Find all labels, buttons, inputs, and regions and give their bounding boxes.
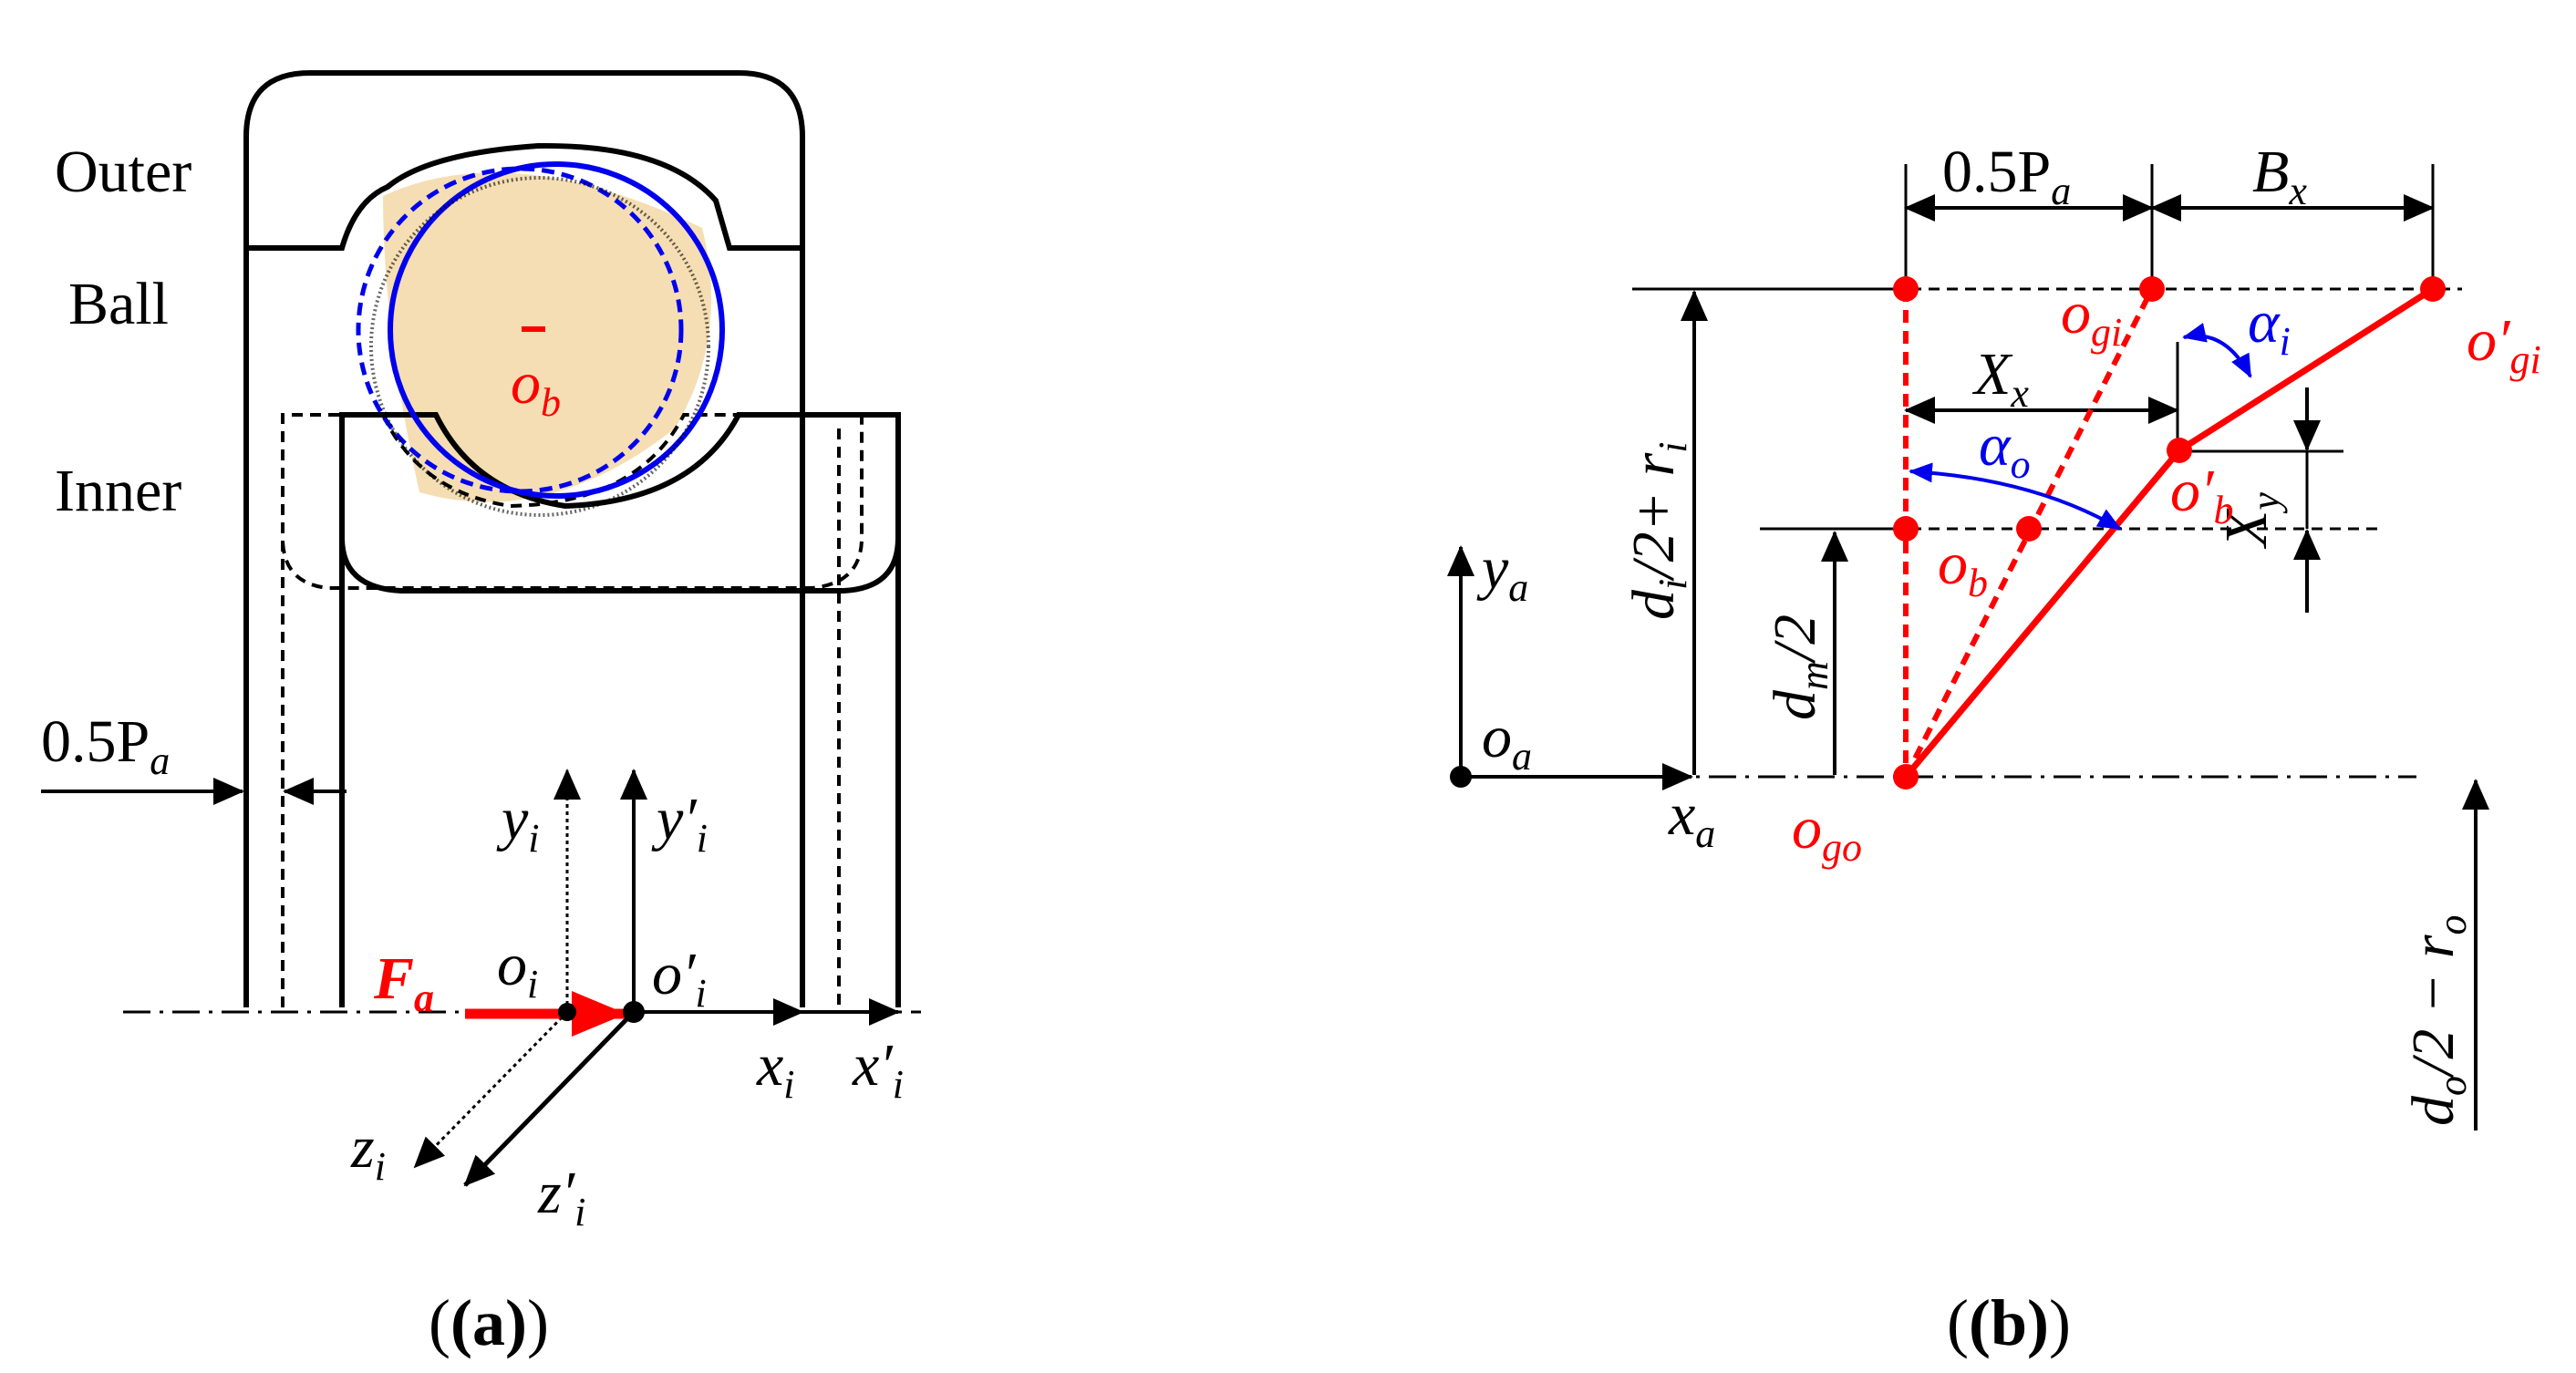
label-05pa-b: 0.5Pa — [1942, 139, 2071, 213]
label-ogo: ogo — [1792, 795, 1862, 870]
label-ogi-prime: o′gi — [2467, 307, 2541, 382]
oi-prime-point — [623, 1001, 645, 1023]
oa-point — [1450, 766, 1472, 788]
label-alpha-i: αi — [2248, 289, 2291, 364]
label-ball: Ball — [68, 271, 169, 337]
label-ob-prime: o′b — [2170, 458, 2233, 532]
point-mid-left — [1893, 516, 1919, 542]
label-ogi: ogi — [2061, 280, 2122, 355]
label-preload-a: 0.5Pa — [41, 708, 170, 783]
arc-alpha-o — [1909, 462, 2122, 531]
point-top-left — [1893, 276, 1919, 302]
point-ogi — [2139, 276, 2165, 302]
panel-b: 0.5Pa Bx Xx Xy αi αo ogi o′gi o′b ob ogo… — [1447, 139, 2541, 1359]
caption-a: ((a)) — [429, 1286, 549, 1359]
label-zi: zi — [350, 1114, 386, 1189]
label-zi-prime: z′i — [537, 1160, 585, 1234]
label-yi-prime: y′i — [651, 786, 708, 861]
label-xi: xi — [756, 1032, 795, 1107]
label-oa: oa — [1482, 704, 1532, 779]
outer-raceway — [246, 142, 802, 251]
caption-b: ((b)) — [1947, 1286, 2071, 1359]
label-do: do/2 − ro — [2400, 914, 2475, 1126]
label-oi: oi — [497, 932, 538, 1007]
red-solid-lower — [1903, 448, 2182, 779]
panel-a: Outer Ball Inner ob 0.5Pa Fa yi y′i oi o… — [41, 70, 921, 1359]
label-fa: Fa — [373, 945, 434, 1020]
label-bx: Bx — [2252, 139, 2307, 213]
oi-point — [558, 1003, 576, 1021]
label-yi: yi — [496, 786, 540, 861]
point-ob — [2016, 516, 2042, 542]
label-ob-b: ob — [1938, 531, 1988, 605]
zi-axis — [413, 1010, 569, 1169]
point-ogi-prime — [2420, 276, 2446, 302]
label-ob: ob — [511, 350, 561, 425]
point-ob-prime — [2167, 438, 2192, 463]
label-xa: xa — [1668, 781, 1715, 856]
label-xx: Xx — [1971, 341, 2029, 416]
label-inner: Inner — [55, 458, 181, 524]
label-dm: dm/2 — [1762, 614, 1836, 720]
zi-prime-axis — [463, 1010, 636, 1187]
point-ogo — [1893, 764, 1919, 790]
outer-ring — [243, 70, 805, 1007]
ball-contact-area — [383, 172, 711, 502]
arc-alpha-i — [2182, 323, 2252, 378]
label-xy: Xy — [2213, 492, 2288, 550]
ball-outline — [369, 176, 710, 517]
inner-ring — [339, 412, 901, 1007]
label-ya: ya — [1476, 535, 1528, 610]
red-solid-upper — [2178, 286, 2435, 453]
label-di: di/2+ ri — [1620, 441, 1695, 620]
label-oi-prime: o′i — [652, 941, 707, 1016]
ball-displaced — [388, 161, 725, 499]
label-outer: Outer — [55, 139, 191, 205]
label-alpha-o: αo — [1979, 412, 2031, 487]
label-xi-prime: x′i — [852, 1032, 904, 1107]
